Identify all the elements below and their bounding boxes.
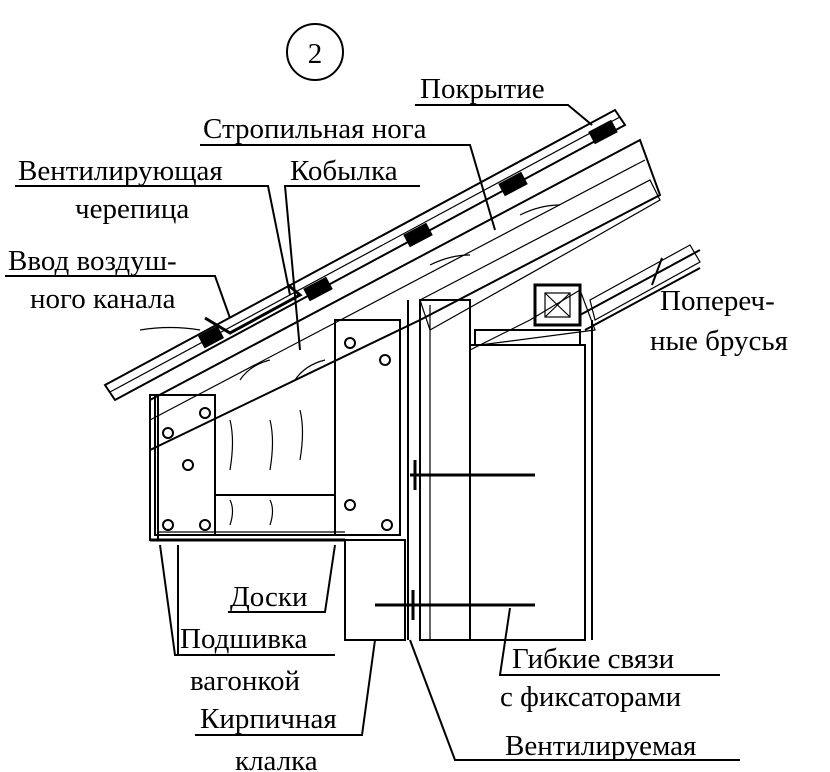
svg-text:Вентилируемая: Вентилируемая <box>505 730 696 762</box>
svg-text:Стропильная нога: Стропильная нога <box>203 113 427 145</box>
svg-text:черепица: черепица <box>75 193 189 225</box>
label-rafter: Стропильная нога <box>200 113 496 231</box>
svg-text:Попереч-: Попереч- <box>660 285 775 317</box>
mauerlat-mortar <box>474 329 581 346</box>
svg-text:Кобылка: Кобылка <box>290 155 398 187</box>
airflow-arrows <box>139 204 561 526</box>
svg-text:Ввод воздуш-: Ввод воздуш- <box>8 245 177 277</box>
svg-text:Доски: Доски <box>230 581 307 613</box>
label-ventilated: Вентилируемая <box>409 639 740 762</box>
svg-text:Вентилирующая: Вентилирующая <box>18 155 223 187</box>
label-flexible-ties: Гибкие связи с фиксаторами <box>498 607 720 713</box>
eave-box <box>149 319 401 542</box>
cross-beam <box>533 283 582 327</box>
svg-text:с фиксаторами: с фиксаторами <box>500 681 681 713</box>
svg-text:Подшивка: Подшивка <box>180 623 308 655</box>
svg-text:вагонкой: вагонкой <box>190 665 300 697</box>
drawing-number: 2 <box>286 23 344 81</box>
label-ventilating-tile: Вентилирующая черепица <box>15 155 291 296</box>
svg-text:Покрытие: Покрытие <box>420 73 545 105</box>
svg-text:2: 2 <box>308 38 323 70</box>
svg-text:клалка: клалка <box>235 745 318 772</box>
svg-text:ного канала: ного канала <box>30 283 176 315</box>
label-boards: Доски <box>228 544 336 613</box>
wall <box>344 299 593 641</box>
svg-text:Кирпичная: Кирпичная <box>200 703 337 735</box>
label-soffit: Подшивка вагонкой <box>159 544 335 697</box>
svg-text:ные брусья: ные брусья <box>650 325 788 357</box>
flexible-ties <box>375 460 535 620</box>
roof-covering <box>103 108 627 402</box>
svg-text:Гибкие связи: Гибкие связи <box>512 643 674 675</box>
label-brick: Кирпичная клалка <box>195 639 376 772</box>
label-cross-beams: Попереч- ные брусья <box>650 257 788 357</box>
label-covering: Покрытие <box>415 73 593 126</box>
label-air-inlet: Ввод воздуш- ного канала <box>5 245 231 319</box>
label-kobylka: Кобылка <box>283 155 420 351</box>
